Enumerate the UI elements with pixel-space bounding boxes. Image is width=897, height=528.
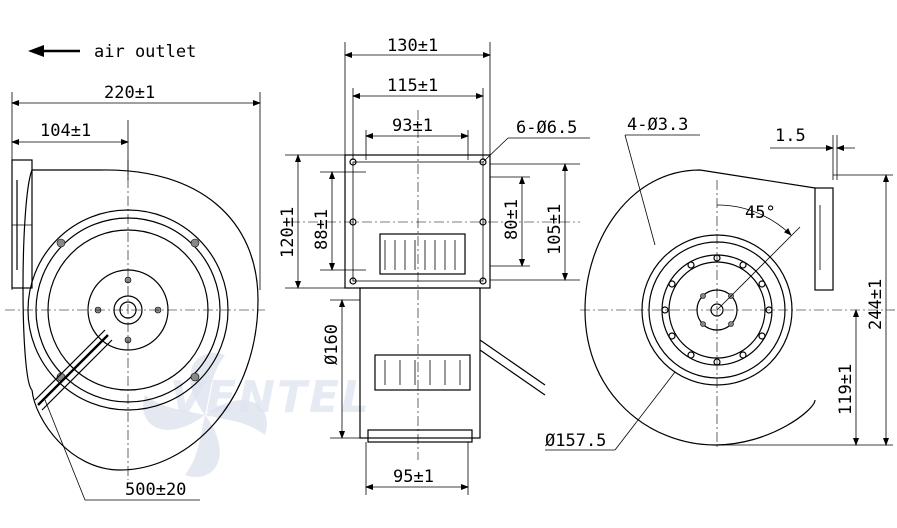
dim-80: 80±1: [502, 199, 522, 240]
dim-93: 93±1: [392, 116, 433, 136]
holes-6-label: 6-Ø6.5: [516, 118, 577, 138]
svg-text:VENTEL: VENTEL: [170, 372, 371, 423]
dim-160: Ø160: [322, 324, 342, 365]
holes-4-label: 4-Ø3.3: [627, 115, 688, 135]
dim-105: 105±1: [545, 204, 565, 255]
dim-119: 119±1: [836, 364, 856, 415]
dim-220: 220±1: [104, 83, 155, 103]
dim-130: 130±1: [387, 36, 438, 56]
dim-500: 500±20: [125, 480, 186, 500]
left-view: air outlet 220±1 104±1: [5, 42, 265, 501]
dim-115: 115±1: [387, 76, 438, 96]
dim-95: 95±1: [393, 467, 434, 487]
dim-1-5: 1.5: [775, 126, 806, 146]
watermark-logo: VENTEL: [143, 353, 371, 477]
dim-157-5: Ø157.5: [545, 431, 606, 451]
air-outlet-arrow-icon: [28, 45, 80, 57]
middle-view: 130±1 115±1 93±1 6-Ø6.5: [278, 36, 590, 495]
dim-120: 120±1: [278, 207, 298, 258]
dim-244: 244±1: [866, 279, 886, 330]
dim-104: 104±1: [40, 121, 91, 141]
air-outlet-label: air outlet: [94, 42, 196, 62]
dim-88: 88±1: [312, 209, 332, 250]
right-view: 1.5 4-Ø3.3: [545, 115, 895, 451]
angle-45: 45°: [745, 203, 776, 223]
